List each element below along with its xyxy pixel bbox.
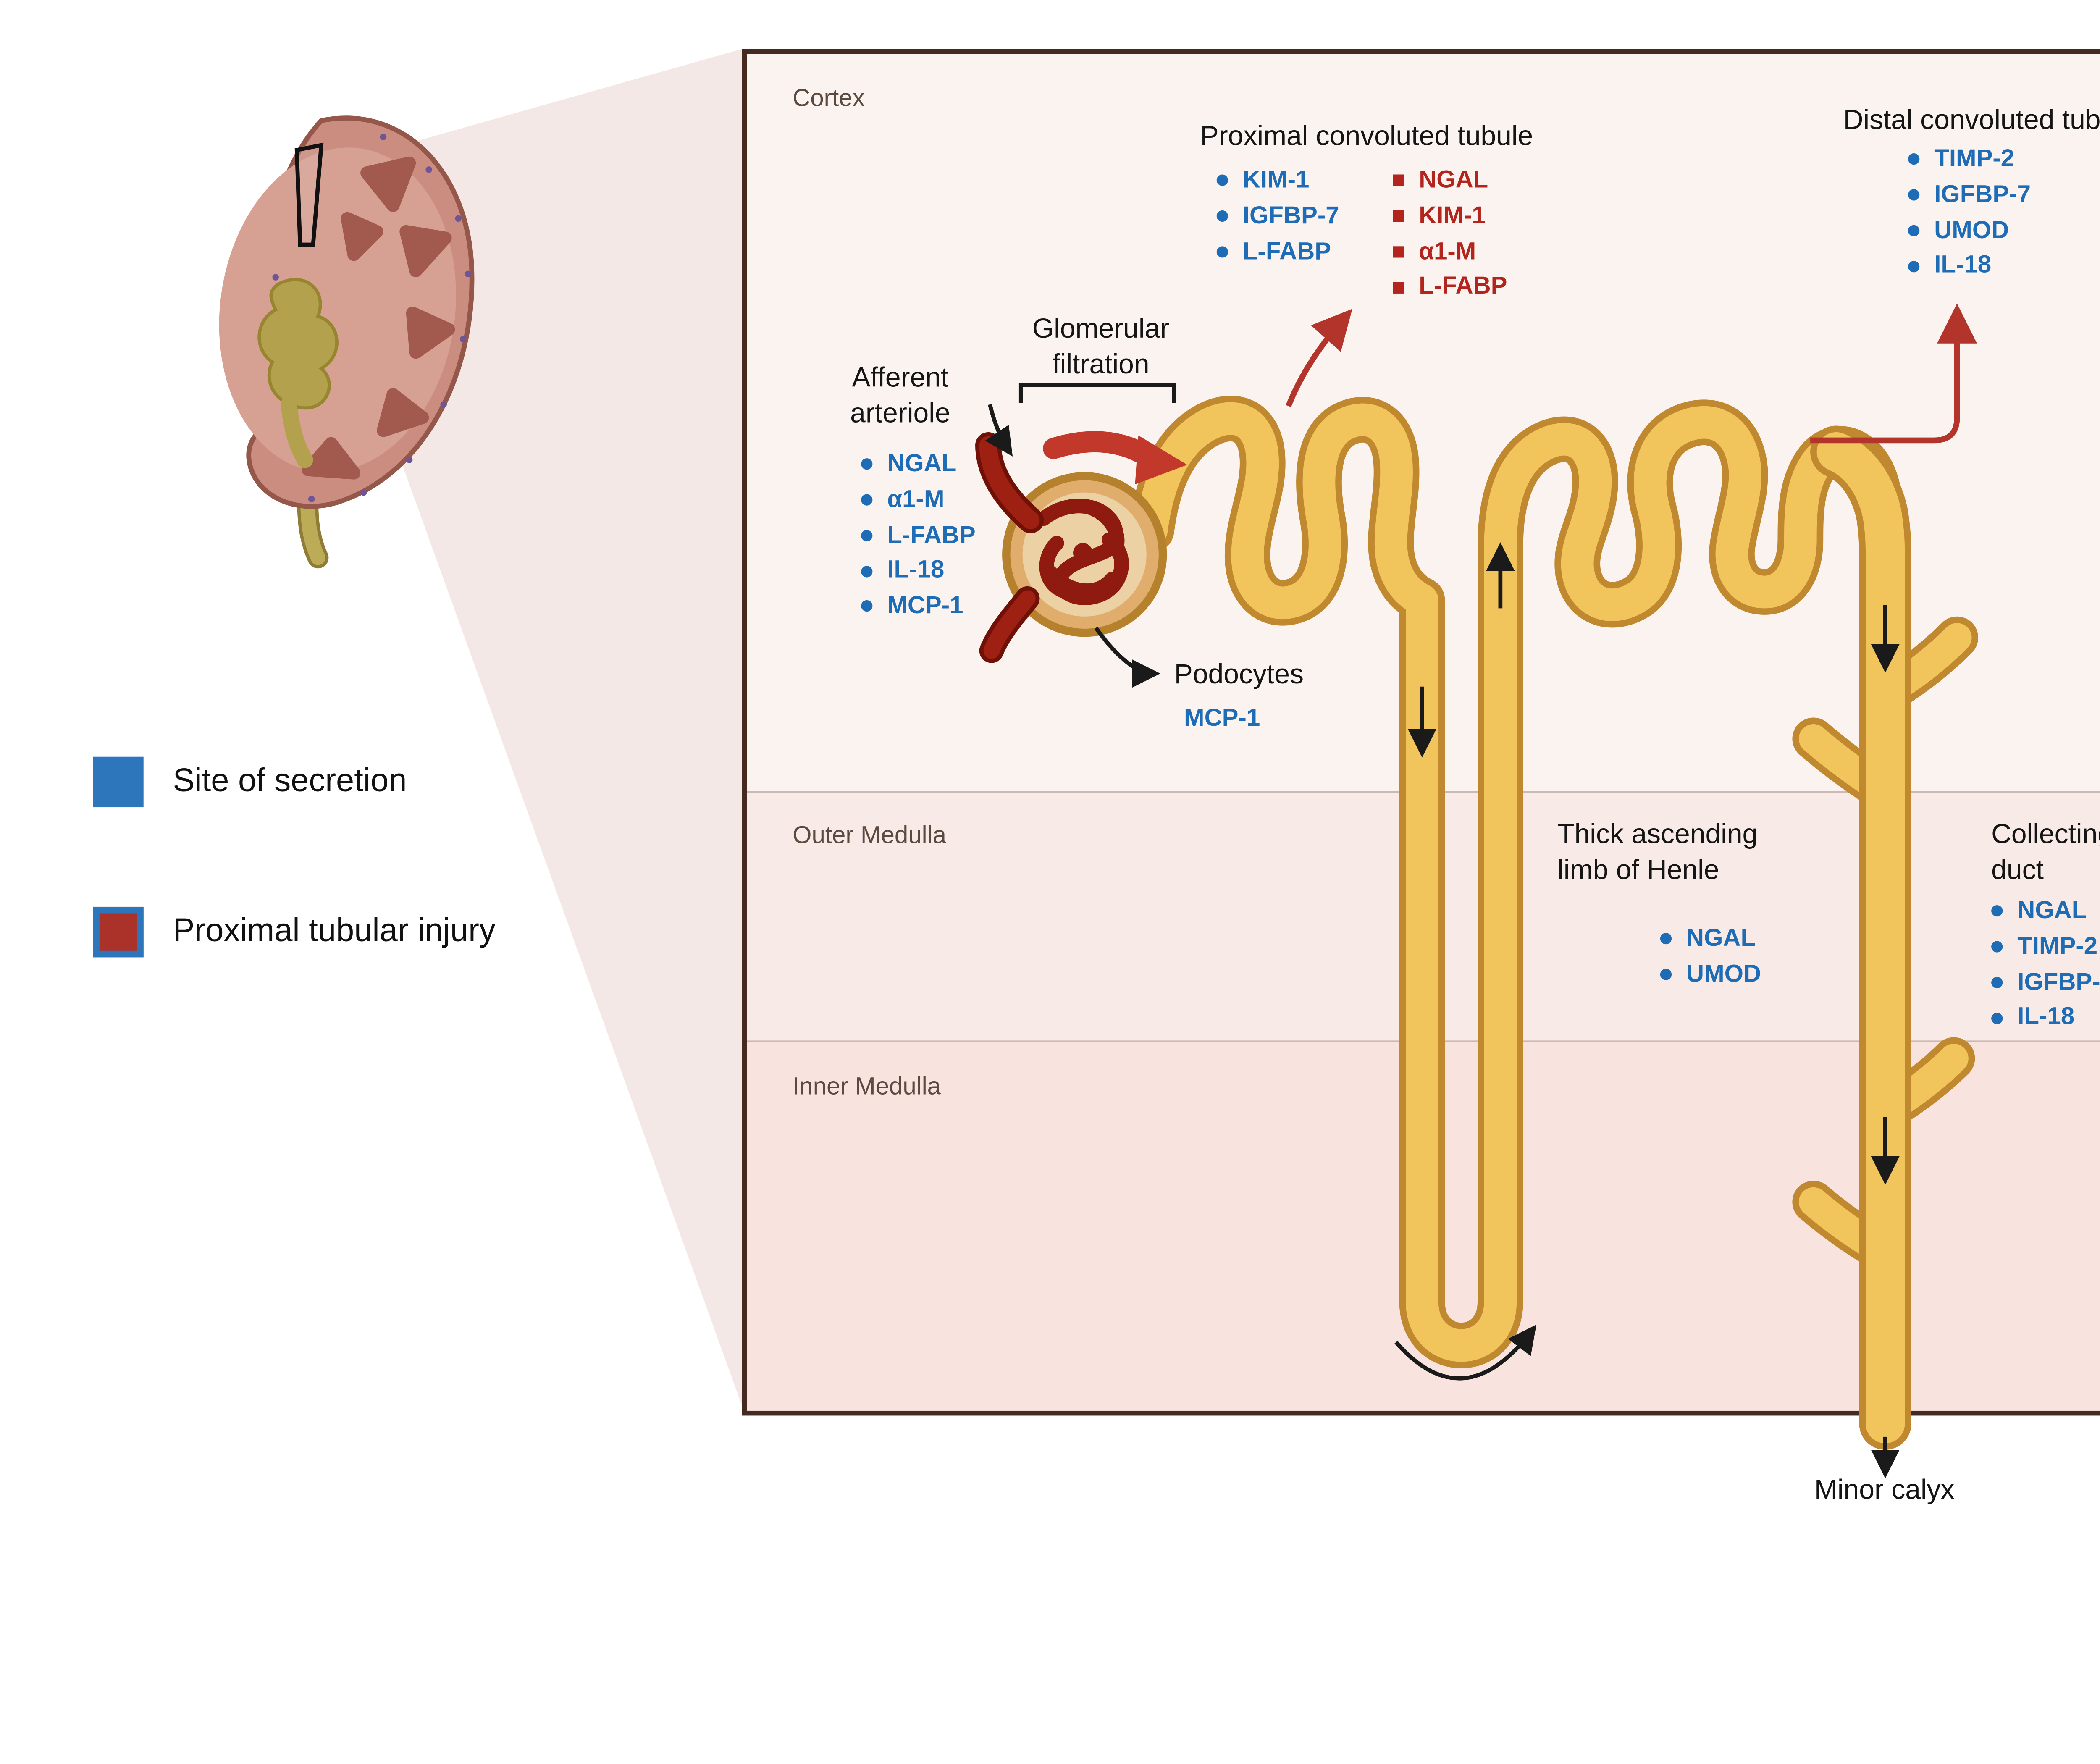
flow-arrows (985, 404, 1900, 1478)
minor-calyx-label: Minor calyx (1814, 1474, 1955, 1506)
biomarker-item: IGFBP-7 (1908, 182, 2031, 208)
biomarker-item: TIMP-2 (1908, 146, 2031, 172)
bullet-dot-icon (1908, 189, 1920, 201)
bullet-square-icon (1393, 210, 1404, 222)
bullet-dot-icon (861, 459, 873, 470)
podocytes-biomarker: MCP-1 (1184, 704, 1260, 732)
legend-label: Proximal tubular injury (173, 913, 496, 949)
biomarker-item: IL-18 (861, 558, 975, 584)
bullet-dot-icon (1908, 225, 1920, 236)
injury-callout-arrows (1286, 303, 1977, 444)
thick-ascending-limb-title: Thick ascending limb of Henle (1557, 819, 1758, 887)
loop-of-henle-flow-arrow-icon (1394, 1324, 1537, 1381)
secretion-swatch-icon (93, 756, 144, 808)
biomarker-item: MCP-1 (861, 593, 975, 619)
podocytes-title: Podocytes (1174, 659, 1304, 690)
proximal-injury-arrow-icon (1286, 309, 1352, 407)
biomarker-item: KIM-1 (1216, 168, 1339, 194)
distal-tubule-title: Distal convoluted tubule (1843, 104, 2100, 136)
podocytes-pointer-arrow-icon (1094, 627, 1160, 688)
efferent-arteriole-vessel (979, 586, 1040, 663)
bullet-dot-icon (1216, 175, 1228, 187)
bullet-dot-icon (1216, 210, 1228, 222)
legend-item-secretion: Site of secretion (93, 756, 407, 808)
bullet-dot-icon (861, 530, 873, 541)
legend-label: Site of secretion (173, 763, 407, 799)
biomarker-item: KIM-1 (1393, 203, 1507, 229)
collecting-duct-list: NGAL TIMP-2 IGFBP-7 IL-18 (1991, 898, 2100, 1041)
biomarker-item: L-FABP (861, 522, 976, 549)
bullet-dot-icon (861, 565, 873, 577)
bullet-dot-icon (1660, 933, 1672, 945)
inner-medulla-label: Inner Medulla (793, 1073, 941, 1101)
biomarker-item: IL-18 (1908, 253, 2031, 279)
afferent-arteriole-title: Afferent arteriole (850, 362, 950, 430)
afferent-arteriole-vessel (975, 432, 1044, 533)
glomerular-filtration-title: Glomerular filtration (1032, 313, 1170, 381)
afferent-pointer-arrow-icon (985, 404, 1013, 457)
distal-callout-arrow-icon (1810, 303, 1977, 444)
proximal-secretion-list: KIM-1 IGFBP-7 L-FABP (1216, 168, 1339, 274)
biomarker-item: NGAL (861, 452, 975, 478)
biomarker-item: L-FABP (1216, 239, 1339, 265)
collecting-duct-title: Collecting duct (1991, 819, 2100, 887)
biomarker-item: NGAL (1991, 898, 2100, 924)
biomarker-item: IL-18 (1991, 1005, 2100, 1031)
filtration-arrow-icon (1043, 431, 1187, 485)
thick-ascending-limb-list: NGAL UMOD (1660, 926, 1761, 998)
biomarker-item: NGAL (1660, 926, 1761, 952)
biomarker-item: NGAL (1393, 168, 1507, 194)
sample-wedge (294, 142, 324, 247)
biomarker-item: UMOD (1660, 961, 1761, 987)
kidney-rim-dots (272, 134, 472, 502)
biomarker-item: IGFBP-7 (1216, 203, 1339, 229)
glomerular-capillaries (1036, 499, 1129, 605)
renal-pyramids (302, 156, 455, 480)
nephron-tubule (1129, 396, 1911, 1450)
bullet-dot-icon (1991, 976, 2003, 988)
biomarker-item: IGFBP-7 (1991, 969, 2100, 995)
bullet-dot-icon (861, 494, 873, 506)
biomarker-item: L-FABP (1393, 274, 1507, 300)
biomarker-item: TIMP-2 (1991, 934, 2100, 960)
injury-swatch-icon (93, 906, 144, 958)
bullet-dot-icon (861, 601, 873, 612)
nephron-drawing (975, 303, 1979, 1478)
kidney-illustration (219, 116, 475, 569)
bullet-dot-icon (1991, 1012, 2003, 1024)
bullet-dot-icon (1908, 260, 1920, 272)
legend-item-injury: Proximal tubular injury (93, 906, 496, 958)
glomerulus (1002, 472, 1167, 637)
bullet-square-icon (1393, 281, 1404, 293)
bullet-square-icon (1393, 246, 1404, 258)
proximal-tubule-title: Proximal convoluted tubule (1200, 121, 1533, 152)
bullet-dot-icon (1908, 154, 1920, 165)
bullet-dot-icon (1991, 906, 2003, 917)
cortex-label: Cortex (793, 84, 865, 113)
biomarker-item: α1-M (861, 487, 975, 513)
renal-pelvis (257, 278, 339, 410)
bullet-square-icon (1393, 175, 1404, 187)
distal-secretion-list: TIMP-2 IGFBP-7 UMOD IL-18 (1908, 146, 2031, 289)
outer-medulla-label: Outer Medulla (793, 822, 946, 850)
proximal-injury-list: NGAL KIM-1 α1-M L-FABP (1393, 168, 1507, 310)
bullet-dot-icon (1216, 246, 1228, 258)
nephron-panel: Cortex Outer Medulla Inner Medulla Proxi… (742, 49, 2100, 1478)
bullet-dot-icon (1991, 941, 2003, 953)
biomarker-item: α1-M (1393, 239, 1507, 265)
filtration-bracket (1018, 383, 1176, 403)
biomarker-item: UMOD (1908, 217, 2031, 243)
afferent-secretion-list: NGAL α1-M L-FABP IL-18 MCP-1 (861, 452, 976, 629)
bullet-dot-icon (1660, 969, 1672, 981)
